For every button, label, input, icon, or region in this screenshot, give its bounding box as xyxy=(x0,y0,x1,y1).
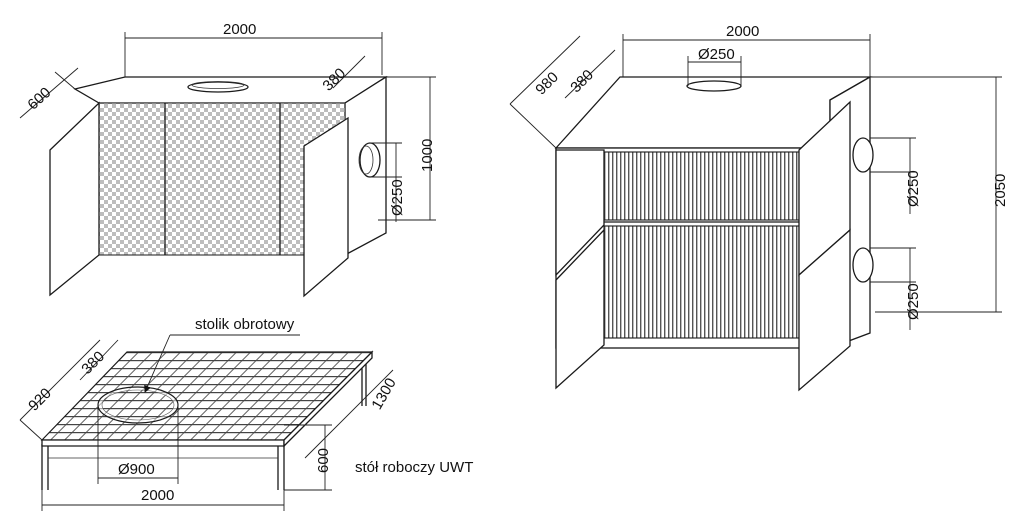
booth-tall-side-duct-upper xyxy=(852,137,874,173)
booth-tall-lower-grille xyxy=(603,225,800,339)
work-table-width-label: 2000 xyxy=(141,487,174,504)
booth-small-depth-label: 600 xyxy=(24,84,54,113)
booth-tall-width-label: 2000 xyxy=(726,23,759,40)
work-table-name: stół roboczy UWT xyxy=(355,459,473,476)
work-table-roof-label: 380 xyxy=(78,348,108,378)
booth-tall-height-label: 2050 xyxy=(992,174,1009,207)
booth-tall: 2000 Ø250 980 380 2050 Ø250 Ø250 xyxy=(509,23,1009,392)
booth-small-duct-label: Ø250 xyxy=(389,179,406,216)
booth-tall-duct-lower-label: Ø250 xyxy=(905,283,922,320)
booth-tall-left-door-lower xyxy=(555,228,605,390)
booth-tall-top-duct xyxy=(686,80,742,92)
booth-tall-duct-upper-label: Ø250 xyxy=(905,170,922,207)
work-table-side-label: 1300 xyxy=(368,375,399,412)
booth-tall-upper-grille xyxy=(603,151,800,221)
booth-small-height-label: 1000 xyxy=(419,139,436,172)
work-table-leg-height-label: 600 xyxy=(315,448,332,473)
booth-tall-top-duct-label: Ø250 xyxy=(698,46,735,63)
booth-small-left-door xyxy=(49,101,100,297)
booth-tall-right-door-lower xyxy=(798,228,851,392)
work-table-turntable-dia-label: Ø900 xyxy=(118,461,155,478)
booth-tall-left-door-upper xyxy=(555,149,605,277)
booth-small-width-label: 2000 xyxy=(223,21,256,38)
booth-tall-side-duct-lower xyxy=(852,247,874,283)
work-table: stolik obrotowy 380 920 1300 Ø900 600 20… xyxy=(19,316,473,511)
booth-tall-depth-label: 980 xyxy=(532,69,562,99)
turntable-label: stolik obrotowy xyxy=(195,316,295,333)
booth-small-right-door xyxy=(303,116,349,298)
booth-small-top-duct xyxy=(187,81,249,93)
booth-small: 2000 600 380 1000 Ø250 xyxy=(19,21,436,298)
